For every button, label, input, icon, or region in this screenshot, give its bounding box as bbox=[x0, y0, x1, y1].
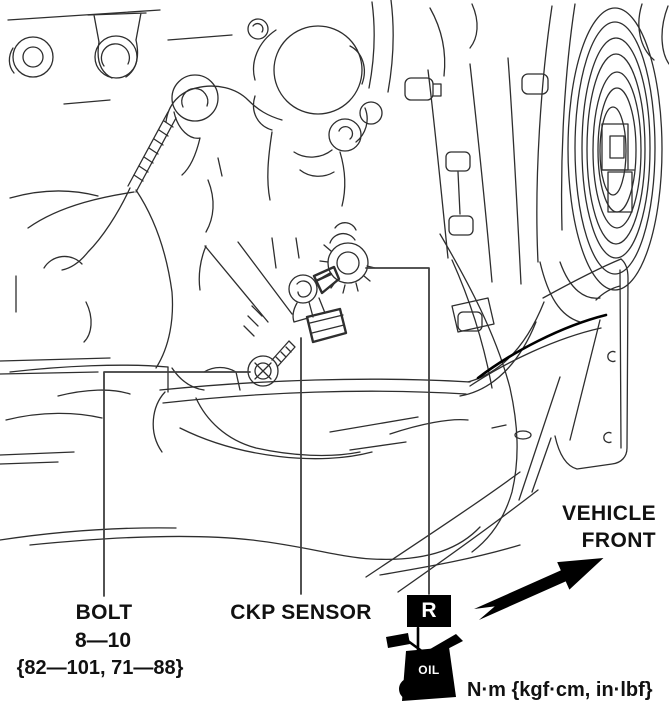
vehicle-front-arrow-icon bbox=[474, 557, 604, 620]
ckp-sensor-label: CKP SENSOR bbox=[230, 601, 372, 624]
bolt-torque-value: 8—10 bbox=[74, 629, 132, 652]
vehicle-front-line1: VEHICLE bbox=[562, 502, 656, 525]
vehicle-front-line2: FRONT bbox=[581, 529, 656, 552]
top-left-bolts-drawing bbox=[7, 9, 233, 105]
replace-marker-box: R bbox=[407, 595, 451, 627]
bolt-torque-alt-value: {82—101, 71—88} bbox=[16, 657, 184, 679]
bolt-leader-line bbox=[103, 371, 251, 597]
water-pump-boss-drawing bbox=[247, 0, 478, 207]
mount-plate-drawing bbox=[469, 258, 629, 501]
vehicle-front-label: VEHICLE FRONT bbox=[562, 500, 656, 554]
sensor-bolt-drawing bbox=[247, 340, 296, 387]
ckp-sensor-drawing bbox=[288, 265, 348, 344]
torque-units-label: N·m {kgf·cm, in·lbf} bbox=[467, 679, 653, 701]
oil-pan-drawing bbox=[0, 233, 545, 593]
leader-lines bbox=[103, 267, 430, 597]
timing-cover-drawing bbox=[404, 3, 576, 333]
engine-block-drawing bbox=[5, 74, 300, 421]
replace-marker-letter: R bbox=[421, 599, 437, 622]
oil-can-label: OIL bbox=[418, 663, 440, 677]
crankshaft-pulley-drawing bbox=[539, 3, 669, 323]
bolt-label: BOLT bbox=[75, 601, 133, 624]
sensor-port-drawing bbox=[319, 222, 376, 294]
oil-can-icon bbox=[386, 626, 463, 701]
replace-leader-line bbox=[365, 267, 430, 595]
